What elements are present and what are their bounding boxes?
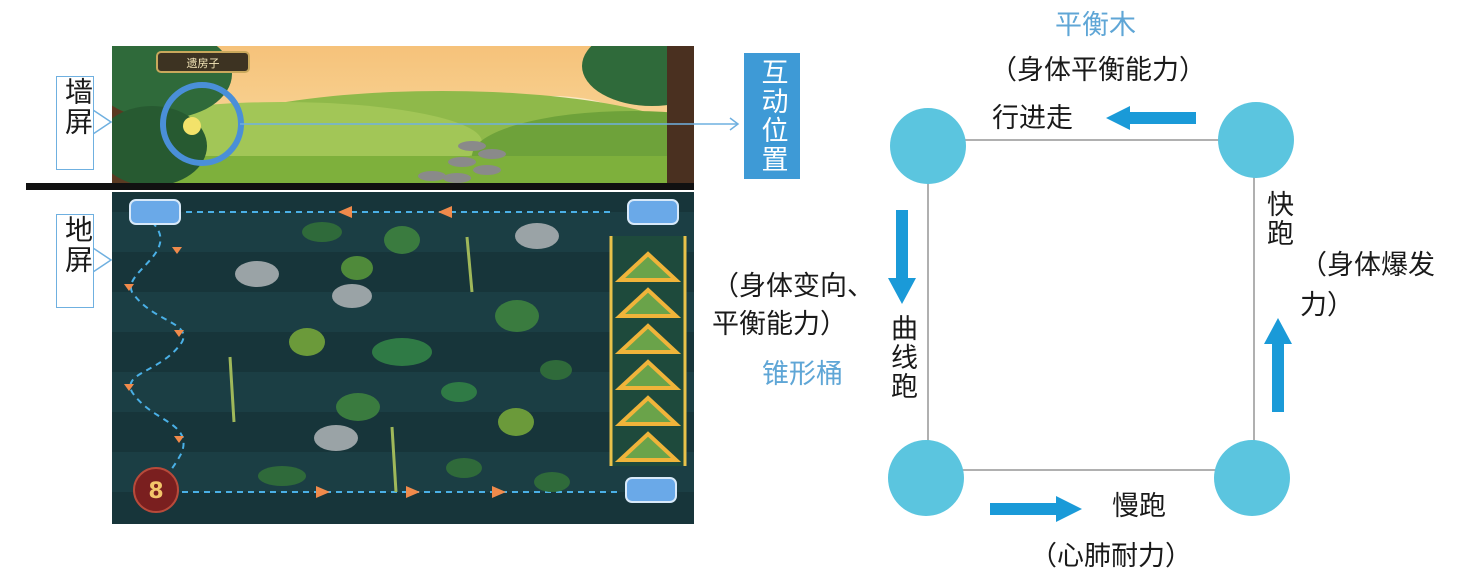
game-title-badge: 遗房子 bbox=[186, 57, 220, 70]
right-benefit-label: （身体爆发力） bbox=[1300, 250, 1435, 321]
arrow-left-icon bbox=[1106, 106, 1196, 130]
arrow-up-icon bbox=[1264, 318, 1292, 412]
top-station-title: 平衡木 bbox=[1055, 10, 1136, 41]
station-node-bottom-left bbox=[888, 440, 964, 516]
floor-label-pointer-icon bbox=[93, 247, 113, 273]
wall-label-box: 墙屏 bbox=[56, 76, 94, 170]
floor-screen-image: 8 bbox=[112, 192, 694, 524]
left-station-title: 锥形桶 bbox=[762, 359, 843, 390]
wall-label-pointer-icon bbox=[93, 109, 113, 135]
interaction-pointer-arrow-icon bbox=[694, 117, 740, 131]
bottom-action-label: 慢跑 bbox=[1112, 491, 1166, 522]
arrow-right-icon bbox=[990, 496, 1082, 522]
wall-label: 墙屏 bbox=[61, 77, 94, 137]
wall-scene-illustration bbox=[112, 46, 694, 184]
circuit-route-lines bbox=[927, 139, 1255, 471]
interaction-position-label: 互动位置 bbox=[756, 58, 788, 174]
interaction-position-box: 互动位置 bbox=[744, 53, 800, 179]
top-action-label: 行进走 bbox=[992, 103, 1073, 134]
wall-screen-image: 遗房子 bbox=[112, 46, 694, 184]
svg-text:8: 8 bbox=[148, 479, 163, 504]
floor-label-box: 地屏 bbox=[56, 214, 94, 308]
station-node-top-left bbox=[890, 108, 966, 184]
station-node-top-right bbox=[1218, 102, 1294, 178]
left-action-label: 曲线跑 bbox=[886, 314, 917, 401]
arrow-down-icon bbox=[888, 210, 916, 304]
right-action-label: 快跑 bbox=[1262, 190, 1293, 248]
left-benefit-label: （身体变向、平衡能力） bbox=[712, 271, 874, 340]
floor-label: 地屏 bbox=[61, 215, 94, 275]
bottom-benefit-label: （心肺耐力） bbox=[1030, 541, 1192, 572]
screen-divider bbox=[26, 183, 694, 190]
floor-scene-illustration: 8 bbox=[112, 192, 694, 524]
top-station-benefit: （身体平衡能力） bbox=[990, 55, 1206, 86]
station-node-bottom-right bbox=[1214, 440, 1290, 516]
